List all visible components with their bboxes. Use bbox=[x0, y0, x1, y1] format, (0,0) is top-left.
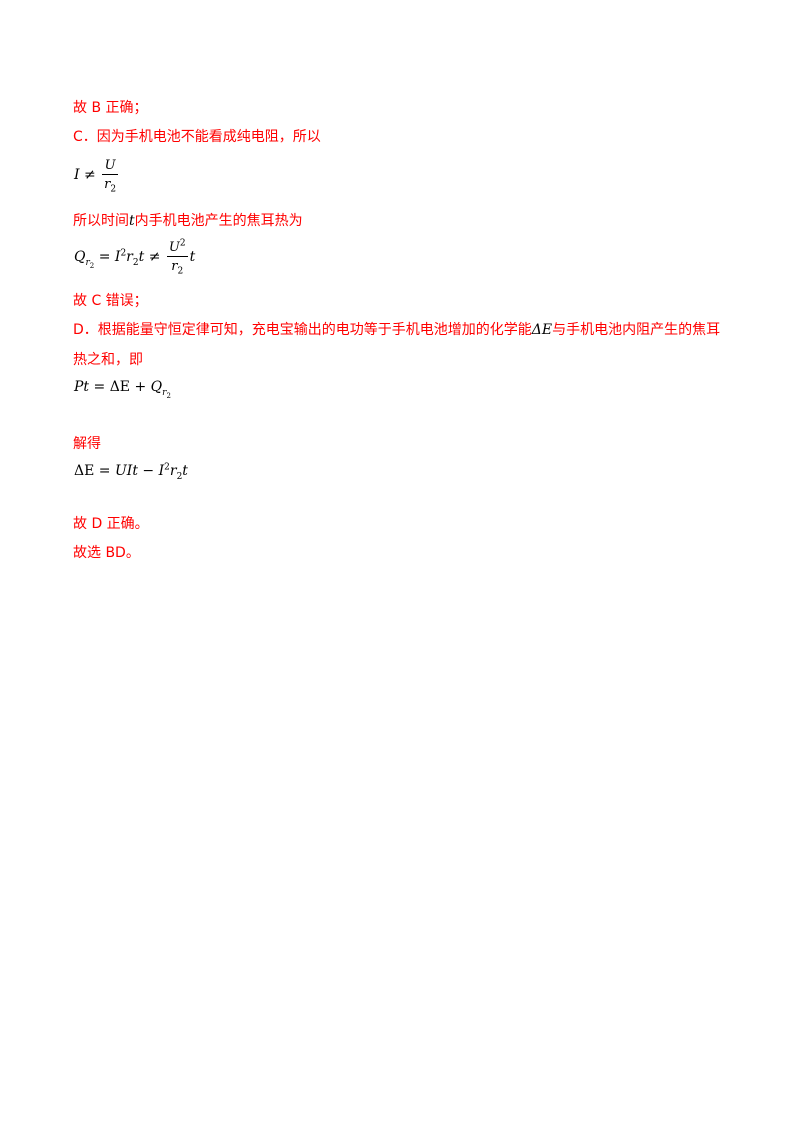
line-b-correct: 故 B 正确； bbox=[73, 100, 148, 116]
line-d-reason: D．根据能量守恒定律可知，充电宝输出的电功等于手机电池增加的化学能ΔE与手机电池… bbox=[73, 322, 721, 338]
fraction: U r2 bbox=[102, 158, 119, 195]
equation-delta-e-result: ΔE = UIt − I2r2t bbox=[74, 462, 188, 482]
equation-joule-heat: Qr2 = I2r2t ≠ U2 r2 t bbox=[74, 238, 196, 277]
line-solve: 解得 bbox=[73, 436, 101, 452]
fraction: U2 r2 bbox=[166, 238, 188, 277]
line-d-correct: 故 D 正确。 bbox=[73, 516, 149, 532]
line-sum-of-heat: 热之和，即 bbox=[73, 352, 143, 368]
equation-energy-balance: Pt = ΔE + Qr2 bbox=[74, 379, 171, 400]
time-symbol: t bbox=[129, 213, 135, 229]
delta-e-symbol: ΔE bbox=[531, 322, 553, 338]
equation-current-inequality: I ≠ U r2 bbox=[74, 158, 119, 195]
line-c-wrong: 故 C 错误； bbox=[73, 293, 148, 309]
line-answer: 故选 BD。 bbox=[73, 545, 140, 561]
line-c-reason: C．因为手机电池不能看成纯电阻，所以 bbox=[73, 129, 321, 145]
line-heat-intro: 所以时间t内手机电池产生的焦耳热为 bbox=[73, 213, 303, 229]
